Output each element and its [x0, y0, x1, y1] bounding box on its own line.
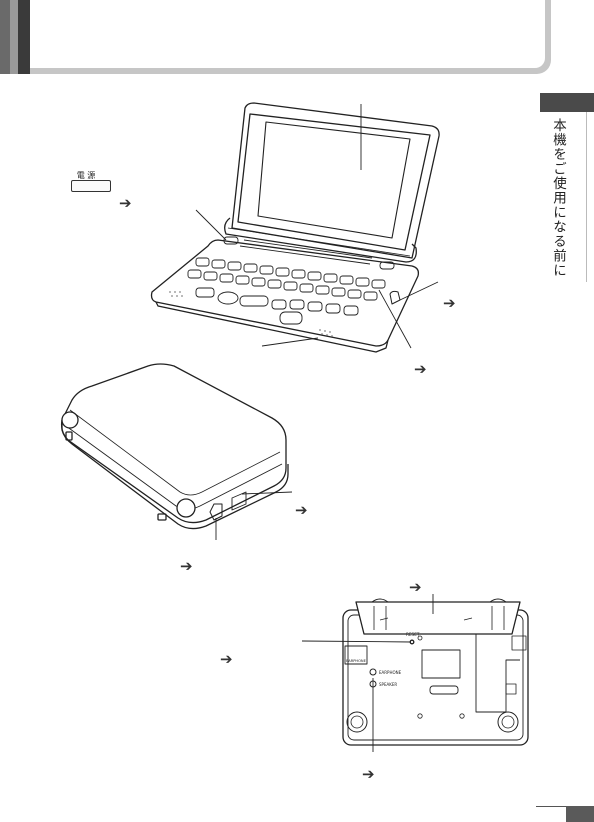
chapter-tab-rule: [586, 112, 587, 282]
power-key-icon: [71, 180, 111, 192]
power-key-label: 電 源: [76, 171, 96, 180]
header-left-bar: [18, 0, 30, 74]
header-left-stripe: [10, 0, 18, 74]
header-left-dark-bar: [0, 0, 10, 74]
earphone-label: EARPHONE: [379, 670, 402, 675]
reset-label: RESET: [406, 632, 420, 637]
arrow-right-icon: ➔: [180, 557, 193, 575]
chapter-tab-marker: [540, 93, 594, 112]
speaker-label: SPEAKER: [379, 682, 397, 687]
page-number-box: [566, 806, 594, 822]
phones-label: EARPHONE: [346, 659, 367, 663]
closed-device-illustration: [60, 363, 293, 540]
rear-panel-illustration: [301, 594, 529, 752]
chapter-tab-label: 本機をご使用になる前に: [550, 118, 566, 278]
page-number-rule: [536, 806, 566, 807]
arrow-right-icon: ➔: [220, 650, 233, 668]
arrow-right-icon: ➔: [119, 194, 132, 212]
header-title-area: [30, 0, 545, 68]
arrow-right-icon: ➔: [409, 578, 422, 596]
arrow-right-icon: ➔: [295, 501, 308, 519]
arrow-right-icon: ➔: [414, 360, 427, 378]
open-device-illustration: [150, 102, 440, 353]
arrow-right-icon: ➔: [362, 765, 375, 783]
arrow-right-icon: ➔: [443, 294, 456, 312]
